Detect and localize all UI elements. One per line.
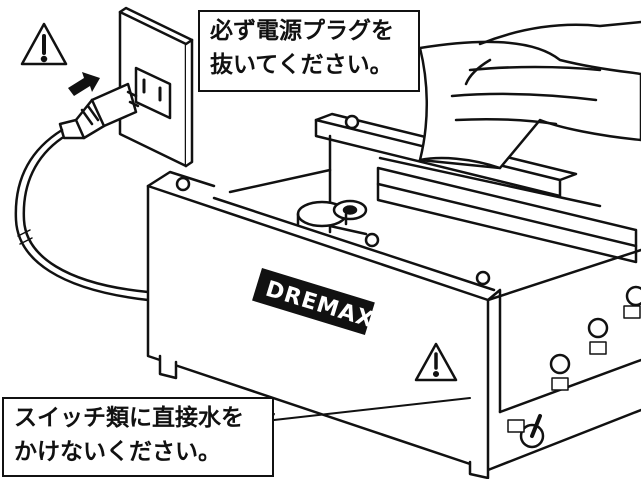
unplug-arrow-icon [68,72,100,96]
warning-callout-unplug: 必ず電源プラグを 抜いてください。 [198,10,420,92]
warning-text-line: 抜いてください。 [210,52,393,78]
callout-pointer [273,397,471,421]
warning-triangle-icon [414,342,458,382]
warning-callout-no-water: スイッチ類に直接水を かけないください。 [2,397,274,477]
wall-outlet [118,6,194,168]
power-cable [14,128,150,302]
warning-triangle-icon [20,22,68,66]
warning-text-line: かけないください。 [14,439,221,465]
power-plug [58,82,140,140]
switch-panel [507,285,641,449]
warning-text-line: スイッチ類に直接水を [14,405,244,431]
warning-text-line: 必ず電源プラグを [210,18,394,44]
hand-with-cloth [418,20,641,170]
